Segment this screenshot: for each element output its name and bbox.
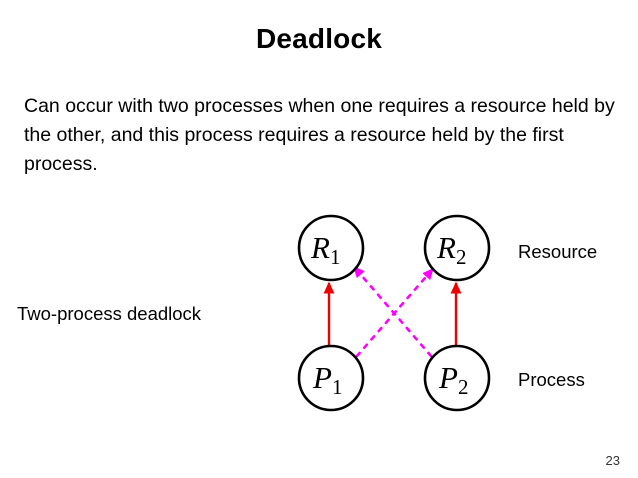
edge-p2-r1-requests — [353, 266, 433, 358]
node-r2 — [423, 214, 491, 282]
legend-label-resource: Resource — [518, 241, 598, 262]
page-title: Deadlock — [255, 23, 383, 54]
node-r1 — [297, 214, 365, 282]
slide-body-text: Can occur with two processes when one re… — [24, 95, 615, 175]
node-p2 — [423, 344, 491, 412]
node-p1 — [297, 344, 365, 412]
page-number: 23 — [605, 453, 620, 468]
legend-label-process: Process — [518, 369, 585, 390]
diagram-caption: Two-process deadlock — [17, 303, 202, 324]
